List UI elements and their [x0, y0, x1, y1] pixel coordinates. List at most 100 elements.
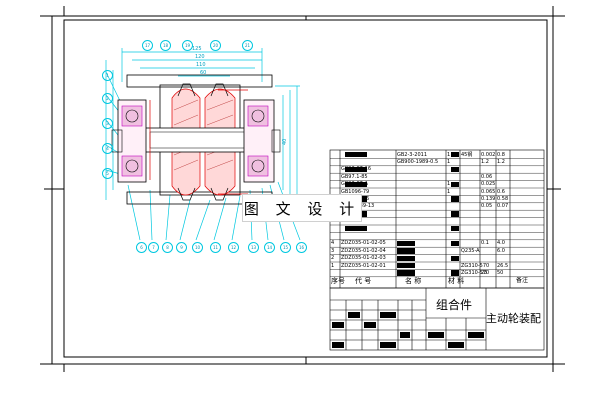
bom-cell-mass: 0.05 [481, 203, 493, 210]
redaction-block [451, 226, 459, 232]
bom-header-name: 名 称 [405, 277, 422, 285]
bom-cell-code: ZDZ035-01-02-05 [341, 240, 386, 247]
bom-cell-total: 0.07 [497, 203, 509, 210]
bom-cell-mass: 25 [481, 269, 488, 276]
bom-cell-qty: 1 [447, 188, 451, 195]
bom-header-remark: 备注 [516, 277, 529, 284]
bom-cell-total: 0.8 [497, 151, 505, 158]
outer-frame [51, 15, 554, 365]
redaction-block [397, 255, 415, 261]
bom-cell-mass: 1.2 [481, 158, 489, 165]
redaction-block [451, 196, 459, 202]
title-block-grid [329, 287, 545, 351]
bom-cell-material: Q235-A [461, 247, 480, 254]
redaction-block [451, 152, 459, 158]
part-balloon: 7 [148, 242, 159, 253]
part-balloon: 15 [280, 242, 291, 253]
watermark: 图 文 设 计 [242, 194, 362, 222]
redaction-block [451, 181, 459, 187]
redaction-block [345, 166, 367, 173]
part-balloon: 10 [192, 242, 203, 253]
bom-header-seq: 序号 [331, 277, 345, 285]
bom-cell-mass: 0.06 [481, 173, 493, 180]
redaction-block [397, 240, 415, 247]
redaction-block [345, 226, 367, 232]
bom-cell-seq: 1 [331, 262, 335, 269]
bom-cell-mass: 0.065 [481, 188, 496, 195]
bom-cell-name: GB2-3-2011 [397, 151, 427, 158]
redaction-block [345, 152, 367, 158]
assembly-drawing: 125 120 110 60 40 [105, 46, 301, 241]
redaction-block [345, 181, 367, 187]
part-balloon: 12 [228, 242, 239, 253]
part-balloon: 11 [210, 242, 221, 253]
bom-cell-material: ZG310-570 [461, 269, 490, 276]
bom-cell-code: GB93-87-16 [341, 166, 371, 173]
dim-label: 120 [195, 54, 205, 60]
watermark-text: 图 文 设 计 [243, 199, 361, 218]
dim-label: 110 [196, 62, 206, 68]
part-balloon: 4 [102, 143, 113, 154]
part-balloon: 17 [142, 40, 153, 51]
part-balloon: 5 [102, 168, 113, 179]
part-balloon: 1 [102, 70, 113, 81]
bom-cell-qty: 1 [447, 151, 451, 158]
bom-cell-name: GB900-1989-0.5 [397, 158, 439, 165]
part-balloon: 20 [210, 40, 221, 51]
bom-header-code: 代 号 [355, 277, 372, 285]
part-balloon: 9 [176, 242, 187, 253]
part-balloon: 3 [102, 118, 113, 129]
bom-cell-seq: 3 [331, 247, 335, 254]
part-balloon: 19 [182, 40, 193, 51]
part-balloon: 16 [296, 242, 307, 253]
redaction-block [397, 248, 415, 254]
part-balloon: 13 [248, 242, 259, 253]
redaction-block [451, 240, 459, 247]
bom-cell-total: 0.58 [497, 195, 509, 202]
redaction-block [397, 263, 415, 269]
bom-cell-mass: 0.025 [481, 181, 496, 188]
bom-cell-qty: 1 [447, 181, 451, 188]
inner-frame [63, 19, 548, 358]
bom-cell-total: 50 [497, 269, 504, 276]
title-block-fills [332, 312, 484, 348]
bom-cell-code: ZDZ035-01-02-03 [341, 255, 386, 262]
bom-cell-total: 1.2 [497, 158, 505, 165]
redaction-block [451, 166, 459, 173]
bom-cell-code: ZDZ035-01-02-01 [341, 262, 386, 269]
bom-cell-total: 0.6 [497, 188, 505, 195]
bom-cell-mass: 0.1 [481, 240, 489, 247]
bom-cell-qty: 1 [447, 158, 451, 165]
bom-row-lines [330, 158, 544, 277]
bom-cell-code: GB97.1-85 [341, 173, 368, 180]
bom-cell-code: ZDZ035-01-02-04 [341, 247, 386, 254]
bom-cell-mass: 0.002 [481, 151, 496, 158]
bom-cell-seq: 4 [331, 240, 335, 247]
part-balloon: 18 [160, 40, 171, 51]
bom-cell-mass: 0.139 [481, 195, 496, 202]
part-balloon: 2 [102, 93, 113, 104]
bom-cell-total: 6.0 [497, 247, 505, 254]
redaction-block [397, 270, 415, 276]
bom-cell-code: GB1096-79 [341, 188, 370, 195]
bom-cell-total: 26.5 [497, 262, 509, 269]
redaction-block [451, 255, 459, 261]
bom-cell-material: ZG310-570 [461, 262, 490, 269]
bom-cell-material: 45钢 [461, 151, 473, 158]
bom-cell-total: 4.0 [497, 240, 505, 247]
part-balloon: 6 [136, 242, 147, 253]
part-balloon: 8 [162, 242, 173, 253]
part-name-label: 组合件 [436, 298, 473, 312]
part-balloon: 14 [264, 242, 275, 253]
dim-label: 125 [192, 46, 202, 52]
dim-label: 40 [282, 139, 288, 145]
redaction-block [451, 211, 459, 217]
bom-header-material: 材 料 [448, 277, 465, 285]
bom-cell-code: GB93-87-A [341, 181, 368, 188]
bom-cell-seq: 2 [331, 255, 335, 262]
redaction-block [451, 270, 459, 276]
dim-label: 60 [200, 70, 206, 76]
drawing-title: 主动轮装配 [486, 312, 541, 325]
part-balloon: 21 [242, 40, 253, 51]
